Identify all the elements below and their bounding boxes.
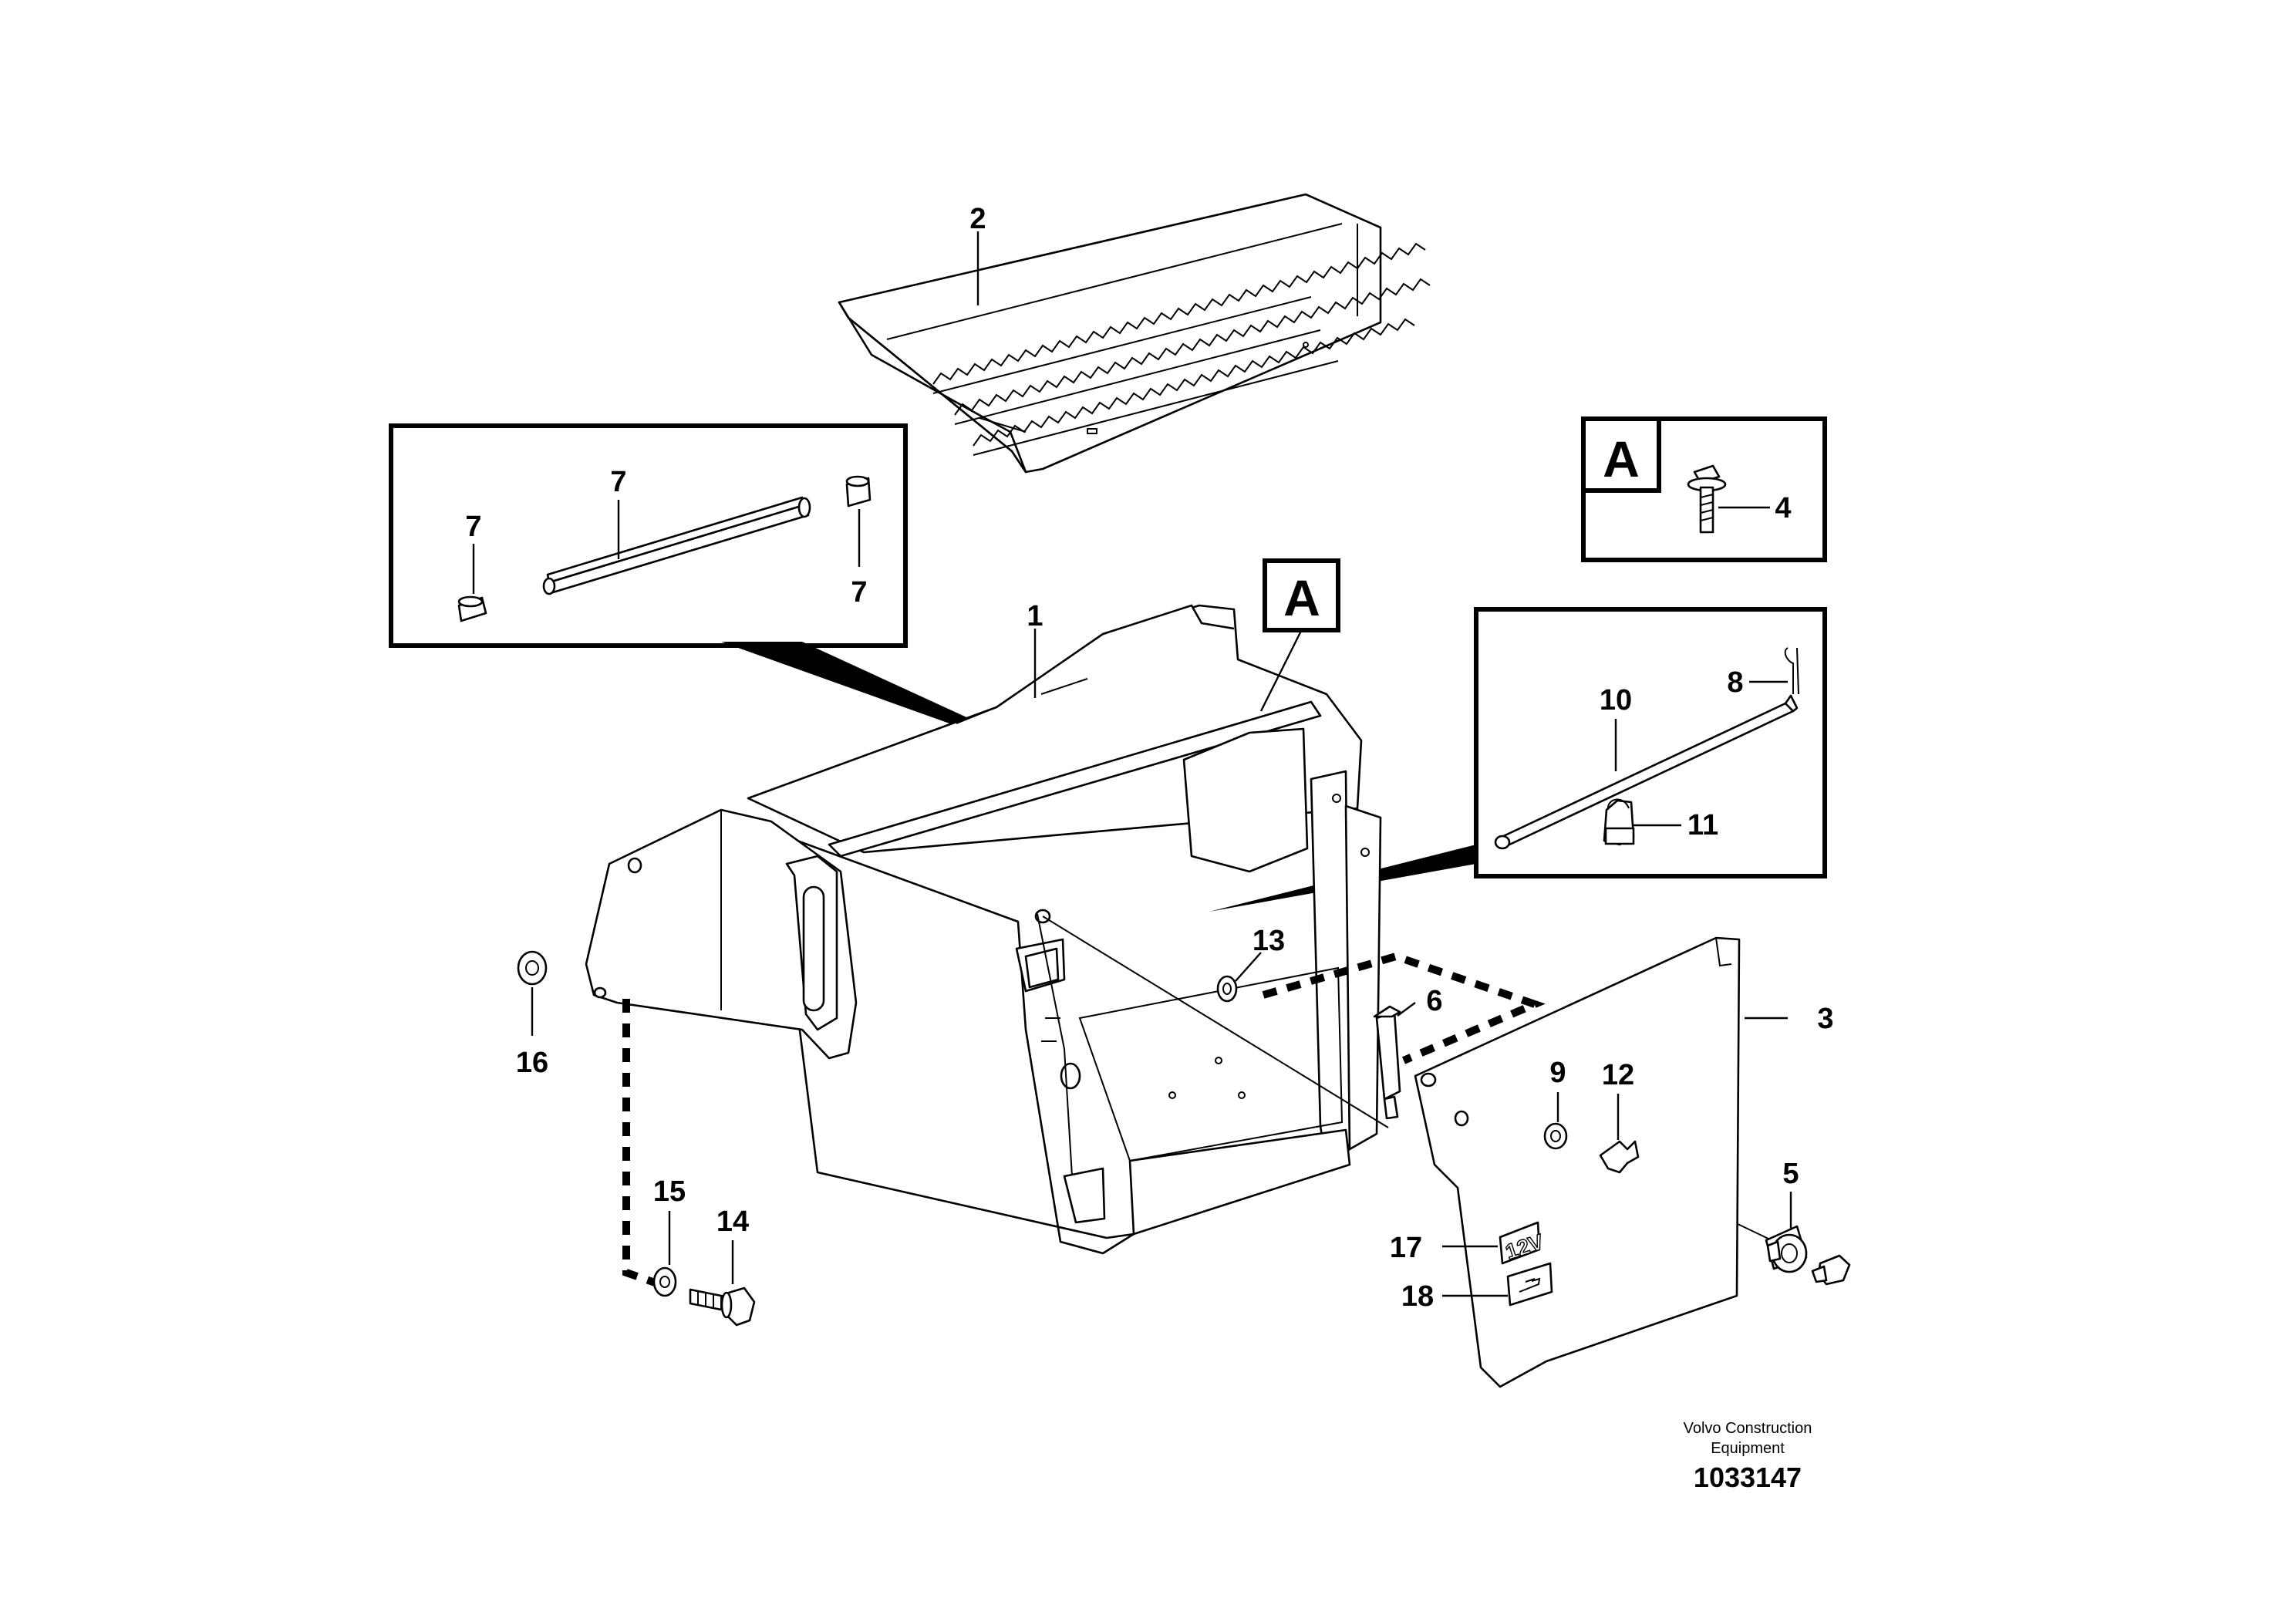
part-16-washer: 16 [516, 950, 548, 1079]
part-11-clip [1603, 798, 1635, 846]
callout-3: 3 [1745, 1003, 1834, 1035]
svg-text:A: A [1603, 430, 1640, 487]
axis-rod-to-door [1042, 916, 1389, 1128]
svg-text:12: 12 [1602, 1059, 1634, 1091]
assembly-line-13-6 [1262, 952, 1546, 1064]
part-3-side-door: 12V [1414, 936, 1741, 1388]
svg-text:13: 13 [1253, 925, 1285, 957]
detail-box-support-rod: 10 8 11 [1209, 607, 1827, 912]
svg-text:10: 10 [1600, 684, 1632, 717]
svg-text:7: 7 [610, 466, 626, 498]
footer-brand: Volvo Construction Equipment [1684, 1420, 1812, 1457]
svg-text:A: A [1283, 569, 1320, 626]
callout-1: 1 [1027, 600, 1043, 698]
svg-text:16: 16 [516, 1047, 548, 1079]
svg-text:6: 6 [1426, 985, 1442, 1017]
part-13-washer: 13 [1216, 925, 1285, 1003]
part-9-washer: 9 [1543, 1057, 1568, 1150]
part-4-bolt [1687, 464, 1727, 534]
svg-text:9: 9 [1549, 1057, 1566, 1089]
svg-text:15: 15 [653, 1175, 686, 1208]
svg-text:Equipment: Equipment [1711, 1440, 1785, 1457]
svg-text:4: 4 [1775, 492, 1791, 524]
trim-clip-left [457, 595, 487, 622]
detail-box-trim-strips: 7 7 7 [389, 423, 1087, 773]
svg-text:2: 2 [969, 203, 986, 235]
part-5-connector: 5 [1765, 1158, 1808, 1273]
callout-18: 18 [1401, 1280, 1508, 1313]
svg-text:18: 18 [1401, 1280, 1434, 1313]
svg-text:11: 11 [1687, 809, 1718, 841]
detail-box-A: A 4 [1581, 416, 1827, 562]
location-tag-A: A [1259, 558, 1340, 712]
svg-text:17: 17 [1390, 1232, 1422, 1264]
svg-text:3: 3 [1817, 1003, 1833, 1035]
part-2-tread-cover [838, 193, 1431, 474]
part-10-support-rod [1494, 694, 1799, 850]
part-6-latch: 6 [1373, 985, 1443, 1120]
svg-text:8: 8 [1727, 666, 1743, 699]
part-14-bolt: 14 [689, 1206, 756, 1327]
callout-2: 2 [969, 203, 986, 305]
callout-17: 17 [1390, 1232, 1498, 1264]
svg-text:14: 14 [716, 1206, 749, 1238]
trim-strip-long [542, 496, 811, 595]
trim-clip-right [845, 475, 872, 508]
part-18-battery-decal [1506, 1262, 1553, 1307]
document-number: 1033147 [1694, 1462, 1802, 1493]
svg-text:7: 7 [465, 511, 481, 543]
part-8-pin [1784, 647, 1799, 695]
part-1-battery-box [585, 604, 1382, 1255]
part-5-cap [1811, 1254, 1851, 1286]
part-15-washer: 15 [652, 1175, 686, 1297]
svg-text:Volvo Construction: Volvo Construction [1684, 1420, 1812, 1437]
svg-text:1: 1 [1027, 600, 1043, 632]
svg-text:5: 5 [1782, 1158, 1799, 1190]
assembly-line-16-15 [622, 999, 661, 1288]
part-12-wing-nut: 12 [1599, 1059, 1640, 1174]
svg-text:7: 7 [851, 576, 867, 609]
